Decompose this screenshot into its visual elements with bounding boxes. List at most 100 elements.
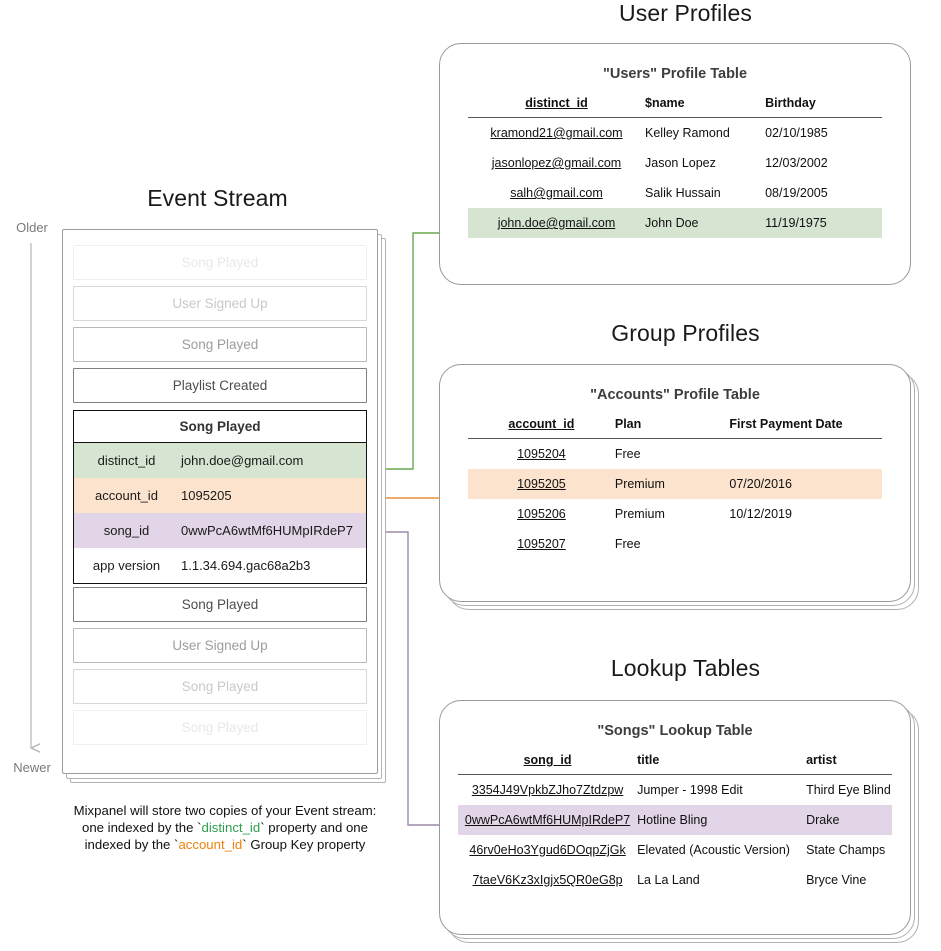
column-header-account-id: account_id [508, 417, 575, 431]
table-row[interactable]: kramond21@gmail.com Kelley Ramond 02/10/… [468, 118, 882, 149]
cell-song-id: 3354J49VpkbZJho7Ztdzpw [471, 783, 624, 797]
column-header-birthday: Birthday [765, 96, 816, 110]
table-header-row: song_id title artist [458, 749, 892, 775]
cell-birthday: 02/10/1985 [765, 126, 828, 140]
users-table: distinct_id $name Birthday kramond21@gma… [468, 92, 882, 238]
cell-birthday: 11/19/1975 [765, 208, 882, 238]
cell-title: La La Land [637, 873, 700, 887]
event-stream-caption: Mixpanel will store two copies of your E… [30, 802, 420, 853]
cell-artist: State Champs [806, 843, 886, 857]
table-row-highlighted[interactable]: 1095205 Premium 07/20/2016 [468, 469, 882, 499]
caption-line-3-suffix: Group Key property [246, 837, 366, 852]
caption-line-3: indexed by the `account_id` Group Key pr… [30, 836, 420, 853]
column-header-song-id: song_id [523, 753, 572, 767]
cell-plan: Free [614, 447, 641, 461]
caption-line-2-prefix: one indexed by the [82, 820, 198, 835]
cell-song-id: 46rv0eHo3Ygud6DOqpZjGk [469, 843, 626, 857]
cell-name: Salik Hussain [645, 186, 721, 200]
cell-song-id: 7taeV6Kz3xIgjx5QR0eG8p [472, 873, 623, 887]
cell-name: Jason Lopez [645, 156, 716, 170]
event-property-key: account_id [95, 488, 158, 503]
table-row[interactable]: jasonlopez@gmail.com Jason Lopez 12/03/2… [468, 148, 882, 178]
event-card[interactable]: Song Played [73, 327, 367, 362]
backtick-open: ` [197, 820, 202, 835]
cell-name: Kelley Ramond [645, 126, 730, 140]
table-row[interactable]: 1095206 Premium 10/12/2019 [468, 499, 882, 529]
axis-label-older: Older [16, 220, 48, 235]
table-row[interactable]: 7taeV6Kz3xIgjx5QR0eG8p La La Land Bryce … [458, 865, 892, 895]
event-card[interactable]: Playlist Created [73, 368, 367, 403]
cell-distinct-id: john.doe@gmail.com [468, 208, 645, 238]
axis-label-newer: Newer [13, 760, 51, 775]
event-card[interactable]: Song Played [73, 587, 367, 622]
selected-event-card[interactable]: Song Played distinct_id john.doe@gmail.c… [73, 410, 367, 584]
event-stream-list[interactable]: Song Played User Signed Up Song Played P… [62, 229, 378, 774]
caption-line-1: Mixpanel will store two copies of your E… [73, 803, 377, 818]
caption-account-id-token: account_id [178, 837, 243, 852]
event-property-value: 1.1.34.694.gac68a2b3 [181, 558, 311, 573]
cell-account-id: 1095204 [517, 447, 566, 461]
cell-account-id: 1095206 [517, 507, 566, 521]
cell-birthday: 08/19/2005 [765, 186, 828, 200]
accounts-table: account_id Plan First Payment Date 10952… [468, 413, 882, 559]
column-header-plan: Plan [614, 417, 642, 431]
table-row-highlighted[interactable]: john.doe@gmail.com John Doe 11/19/1975 [468, 208, 882, 238]
event-card[interactable]: Song Played [73, 710, 367, 745]
caption-line-2-suffix: property and one [264, 820, 368, 835]
cell-first-payment-date: 07/20/2016 [729, 469, 882, 499]
cell-name: John Doe [645, 208, 766, 238]
event-property-key: app version [92, 558, 161, 573]
cell-first-payment-date: 10/12/2019 [729, 507, 792, 521]
event-property-distinct-id: distinct_id john.doe@gmail.com [74, 443, 366, 478]
cell-birthday: 12/03/2002 [765, 156, 828, 170]
cell-distinct-id: jasonlopez@gmail.com [491, 156, 622, 170]
event-card[interactable]: Song Played [73, 669, 367, 704]
cell-distinct-id: kramond21@gmail.com [490, 126, 623, 140]
column-header-distinct-id: distinct_id [525, 96, 588, 110]
user-profiles-title: User Profiles [619, 0, 752, 26]
cell-artist: Bryce Vine [806, 873, 867, 887]
event-card[interactable]: User Signed Up [73, 286, 367, 321]
table-row[interactable]: 1095204 Free [468, 439, 882, 470]
caption-distinct-id-token: distinct_id [201, 820, 261, 835]
accounts-profile-panel: "Accounts" Profile Table account_id Plan… [439, 364, 911, 602]
cell-song-id: 0wwPcA6wtMf6HUMpIRdeP7 [458, 805, 638, 835]
table-row[interactable]: 3354J49VpkbZJho7Ztdzpw Jumper - 1998 Edi… [458, 775, 892, 806]
event-card[interactable]: Song Played [73, 245, 367, 280]
songs-table-title: "Songs" Lookup Table [597, 723, 753, 739]
table-row[interactable]: 1095207 Free [468, 529, 882, 559]
event-card[interactable]: User Signed Up [73, 628, 367, 663]
event-stream-title: Event Stream [147, 185, 288, 211]
group-profiles-title: Group Profiles [611, 320, 760, 346]
backtick-open: ` [174, 837, 179, 852]
cell-artist: Third Eye Blind [806, 783, 891, 797]
caption-line-2: one indexed by the `distinct_id` propert… [30, 819, 420, 836]
cell-first-payment-date [729, 529, 882, 559]
table-row[interactable]: 46rv0eHo3Ygud6DOqpZjGk Elevated (Acousti… [458, 835, 892, 865]
column-header-first-payment-date: First Payment Date [729, 417, 843, 431]
cell-account-id: 1095207 [517, 537, 566, 551]
songs-lookup-panel: "Songs" Lookup Table song_id title artis… [439, 700, 911, 935]
accounts-table-title: "Accounts" Profile Table [590, 387, 760, 403]
cell-plan: Premium [614, 469, 730, 499]
event-property-value: 0wwPcA6wtMf6HUMpIRdeP7 [181, 523, 353, 538]
column-header-artist: artist [806, 753, 837, 767]
event-property-song-id: song_id 0wwPcA6wtMf6HUMpIRdeP7 [74, 513, 366, 548]
table-row[interactable]: salh@gmail.com Salik Hussain 08/19/2005 [468, 178, 882, 208]
cell-first-payment-date [729, 439, 882, 470]
cell-plan: Free [614, 537, 641, 551]
table-row-highlighted[interactable]: 0wwPcA6wtMf6HUMpIRdeP7 Hotline Bling Dra… [458, 805, 892, 835]
event-property-key: distinct_id [97, 453, 156, 468]
cell-title: Elevated (Acoustic Version) [637, 843, 790, 857]
table-header-row: account_id Plan First Payment Date [468, 413, 882, 439]
cell-artist: Drake [806, 805, 892, 835]
cell-plan: Premium [614, 507, 665, 521]
backtick-close: ` [242, 837, 247, 852]
column-header-name: $name [645, 96, 685, 110]
table-header-row: distinct_id $name Birthday [468, 92, 882, 118]
users-table-title: "Users" Profile Table [602, 66, 748, 82]
songs-table: song_id title artist 3354J49VpkbZJho7Ztd… [458, 749, 892, 895]
event-property-key: song_id [103, 523, 150, 538]
cell-distinct-id: salh@gmail.com [510, 186, 603, 200]
selected-event-name: Song Played [74, 411, 366, 443]
